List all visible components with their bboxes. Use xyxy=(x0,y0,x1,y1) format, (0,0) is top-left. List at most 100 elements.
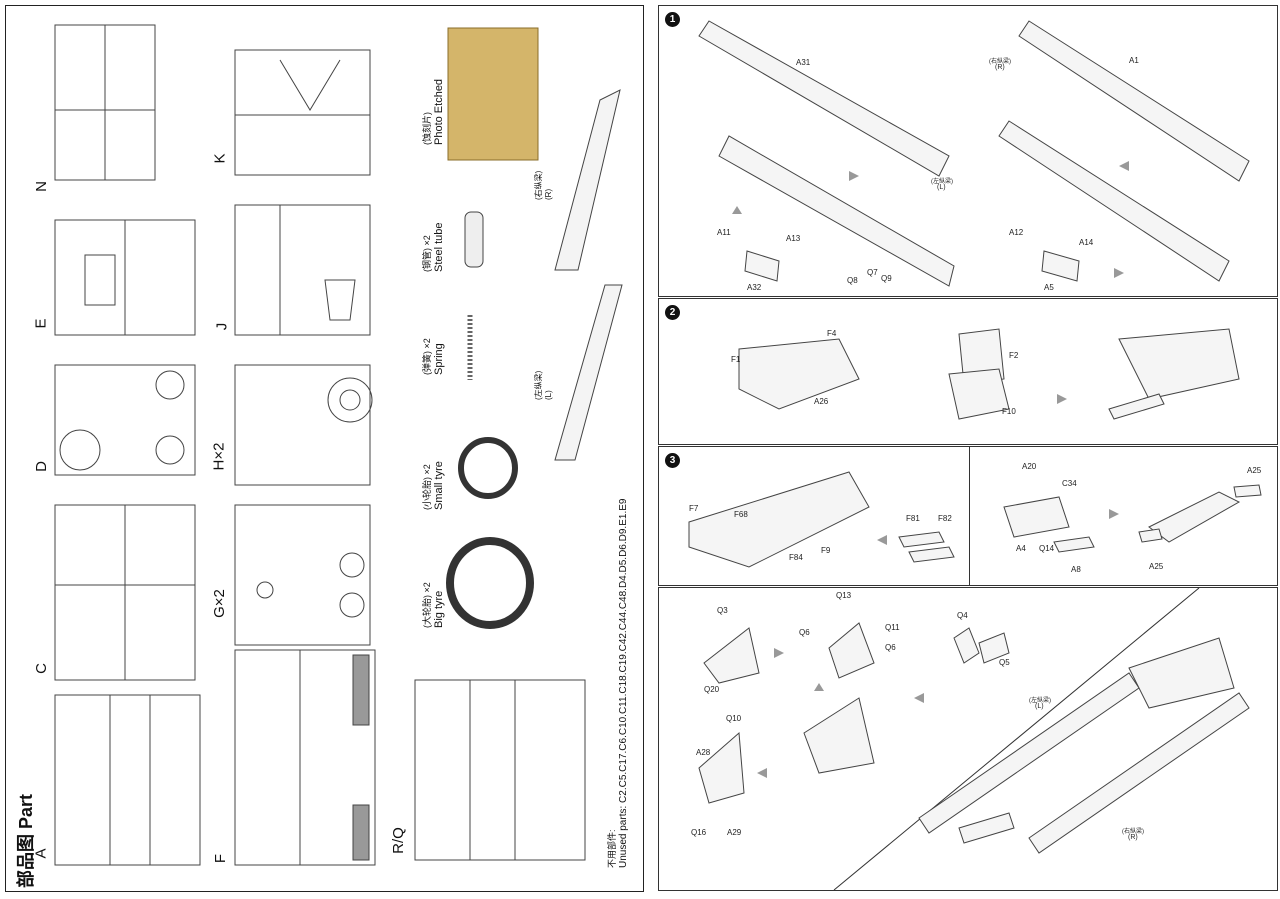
callout-Q3: Q3 xyxy=(717,606,728,615)
sprue-label-F: F xyxy=(212,853,230,864)
caption-right-frame: (右纵梁) (R) xyxy=(533,171,553,200)
callout-F7: F7 xyxy=(689,504,699,513)
callout-F81: F81 xyxy=(906,514,920,523)
callout-Q20: Q20 xyxy=(704,685,720,694)
caption-small-tyre: (小轮胎) ×2 Small tyre xyxy=(420,461,445,510)
caption-right-frame-side: (R) xyxy=(544,188,553,200)
callout-step4-L-side: (L) xyxy=(1035,703,1044,710)
big-tyre-shape xyxy=(446,537,534,629)
callout-A12: A12 xyxy=(1009,228,1024,237)
callout-F4: F4 xyxy=(827,329,837,338)
step-4-drawing xyxy=(698,588,1250,890)
callout-A25-bottom: A25 xyxy=(1149,562,1164,571)
caption-big-tyre: (大轮胎) ×2 Big tyre xyxy=(420,582,445,628)
callout-F9: F9 xyxy=(821,546,831,555)
caption-right-frame-cn: (右纵梁) xyxy=(534,170,543,200)
callout-step4-R-side: (R) xyxy=(1128,834,1138,841)
callout-Q5: Q5 xyxy=(999,658,1010,667)
caption-left-frame: (左纵梁) (L) xyxy=(533,371,553,400)
callout-A31: A31 xyxy=(796,58,811,67)
unused-parts-en: Unused parts: C2.C5.C17.C6.C10.C11.C18.C… xyxy=(618,498,629,868)
parts-page-border xyxy=(5,5,644,892)
sprue-label-N: N xyxy=(32,181,50,192)
sprue-G-frame xyxy=(234,504,371,646)
callout-Q7: Q7 xyxy=(867,268,878,277)
caption-photo-etched-en: Photo Etched xyxy=(433,78,445,145)
callout-F1: F1 xyxy=(731,355,741,364)
callout-F82: F82 xyxy=(938,514,952,523)
parts-page: 部品图 Part xyxy=(5,5,644,892)
callout-A14: A14 xyxy=(1079,238,1094,247)
step-3-divider xyxy=(969,447,970,585)
callout-A8: A8 xyxy=(1071,565,1081,574)
callout-Q16: Q16 xyxy=(691,828,707,837)
steel-tube-shape xyxy=(464,211,484,268)
callout-A5: A5 xyxy=(1044,283,1054,292)
caption-small-tyre-cn: (小轮胎) xyxy=(422,477,432,510)
callout-A26: A26 xyxy=(814,397,829,406)
sprue-K-frame xyxy=(234,49,371,176)
callout-Q6-left: Q6 xyxy=(799,628,810,637)
caption-small-tyre-en: Small tyre xyxy=(433,461,445,510)
callout-C34: C34 xyxy=(1062,479,1077,488)
callout-Q8: Q8 xyxy=(847,276,858,285)
callout-A32: A32 xyxy=(747,283,762,292)
callout-Q10: Q10 xyxy=(726,714,742,723)
sprue-label-RQ: R/Q xyxy=(389,827,407,854)
callout-F68: F68 xyxy=(734,510,748,519)
callout-A29: A29 xyxy=(727,828,742,837)
callout-A20: A20 xyxy=(1022,462,1037,471)
sprue-J-frame xyxy=(234,204,371,336)
caption-photo-etched: (蚀刻片) Photo Etched xyxy=(420,79,445,145)
callout-Q13: Q13 xyxy=(836,591,852,600)
caption-spring: (弹簧) ×2 Spring xyxy=(420,338,445,375)
callout-A1: A1 xyxy=(1129,56,1139,65)
caption-steel-tube-en: Steel tube xyxy=(433,222,445,272)
callout-F10: F10 xyxy=(1002,407,1016,416)
caption-left-frame-side: (L) xyxy=(544,390,553,400)
small-tyre-shape xyxy=(458,437,518,499)
sprue-label-D: D xyxy=(32,461,50,472)
callout-R-frame-side: (R) xyxy=(995,64,1005,71)
callout-step4-R-cn: (右纵梁) xyxy=(1122,829,1144,835)
callout-Q6-right: Q6 xyxy=(885,643,896,652)
caption-big-tyre-en: Big tyre xyxy=(433,590,445,628)
callout-Q4: Q4 xyxy=(957,611,968,620)
caption-steel-tube-qty: ×2 xyxy=(422,235,432,246)
step-2-panel: 2 F4 F1 A26 F2 F10 xyxy=(658,298,1278,445)
sprue-label-A: A xyxy=(32,848,50,859)
callout-A25-top: A25 xyxy=(1247,466,1262,475)
sprue-A-frame xyxy=(54,694,201,866)
unused-parts-note: 不用部件: Unused parts: C2.C5.C17.C6.C10.C11… xyxy=(605,499,629,868)
caption-steel-tube-cn: (钢管) xyxy=(422,248,432,272)
sprue-D-frame xyxy=(54,364,196,476)
sprue-label-H: H×2 xyxy=(210,442,228,471)
unused-parts-cn: 不用部件: xyxy=(607,829,617,868)
photo-etched-plate xyxy=(447,27,539,161)
step-3-drawing xyxy=(688,471,1262,568)
caption-big-tyre-cn: (大轮胎) xyxy=(422,595,432,628)
step-2-drawing xyxy=(738,328,1240,420)
sprue-label-K: K xyxy=(211,153,229,164)
callout-A13: A13 xyxy=(786,234,801,243)
callout-A4: A4 xyxy=(1016,544,1026,553)
callout-A11: A11 xyxy=(717,228,731,237)
caption-left-frame-cn: (左纵梁) xyxy=(534,370,543,400)
callout-L-frame-cn: (左纵梁) xyxy=(931,179,953,185)
callout-Q14: Q14 xyxy=(1039,544,1055,553)
caption-spring-en: Spring xyxy=(433,343,445,375)
right-frame-rail xyxy=(554,89,621,271)
sprue-F-frame xyxy=(234,649,376,866)
step-1-drawing xyxy=(698,20,1250,287)
sprue-label-E: E xyxy=(32,318,50,329)
assembly-page: 1 A31 A1 (右纵梁) (R) (左纵梁) (L) A11 A13 xyxy=(650,0,1280,899)
step-1-panel: 1 A31 A1 (右纵梁) (R) (左纵梁) (L) A11 A13 xyxy=(658,5,1278,297)
caption-big-tyre-qty: ×2 xyxy=(422,582,432,593)
callout-A28: A28 xyxy=(696,748,711,757)
left-frame-rail xyxy=(554,284,623,461)
callout-R-frame-cn: (右纵梁) xyxy=(989,59,1011,65)
callout-F2: F2 xyxy=(1009,351,1019,360)
sprue-H-frame xyxy=(234,364,371,486)
sprue-drawings xyxy=(54,24,623,866)
callout-L-frame-side: (L) xyxy=(937,184,946,191)
